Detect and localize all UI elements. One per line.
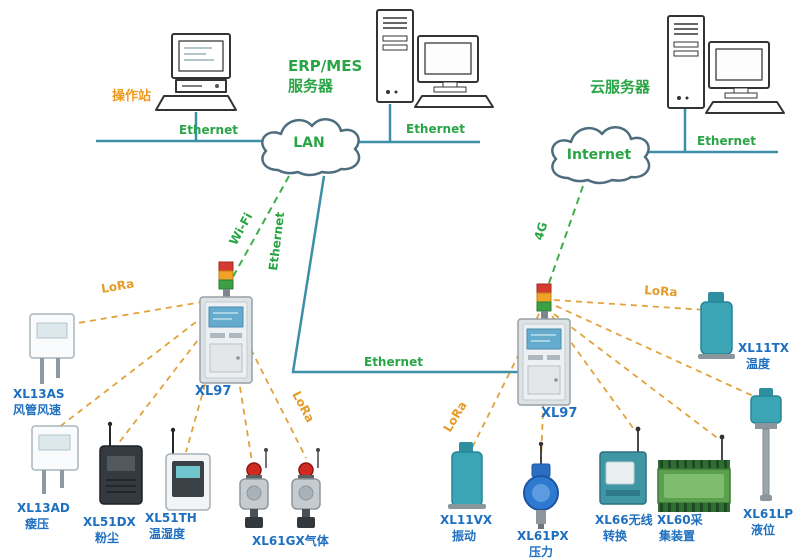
xl11vx-model: XL11VX (440, 513, 493, 527)
xl13as-model: XL13AS (13, 387, 65, 401)
sensor-xl61px (523, 441, 559, 529)
gateway-left-label: XL97 (195, 384, 231, 399)
gateway-left-xl97 (199, 261, 253, 384)
cellular-4g-label: 4G (531, 220, 550, 242)
ethernet-label-mid: Ethernet (406, 122, 465, 136)
operator-workstation (155, 33, 237, 111)
lan-cloud-label: LAN (293, 135, 324, 151)
ethernet-label-bottom: Ethernet (364, 355, 423, 369)
erp-server-label-line1: ERP/MES (288, 57, 362, 75)
xl11tx-type: 温度 (746, 356, 771, 371)
wifi-link (228, 175, 290, 285)
sensor-xl61gx (239, 447, 321, 529)
cloud-server-label: 云服务器 (590, 78, 651, 96)
xl61px-type: 压力 (529, 544, 553, 559)
sensor-xl51dx (99, 421, 143, 505)
cellular-4g-link (547, 185, 584, 287)
ethernet-lines (96, 104, 778, 374)
wifi-label: Wi-Fi (226, 210, 255, 247)
lora-link-xl51dx (117, 305, 225, 445)
xl66-type: 转换 (603, 528, 628, 543)
xl51dx-type: 粉尘 (95, 530, 119, 545)
ethernet-label-vertical: Ethernet (266, 211, 287, 271)
xl13as-type: 风管风速 (13, 402, 61, 417)
xl60-model: XL60采 (657, 512, 703, 527)
gateway-right-xl97 (517, 283, 571, 406)
cloud-server-hardware (667, 15, 785, 114)
xl13ad-model: XL13AD (17, 501, 70, 515)
wireless-lines (228, 175, 584, 287)
xl60-type: 集装置 (658, 528, 695, 543)
ethernet-label-left: Ethernet (179, 123, 238, 137)
sensor-xl66 (599, 426, 647, 505)
lora-lines (57, 297, 763, 469)
sensor-xl11tx (698, 292, 735, 359)
sensor-xl61lp (750, 388, 782, 501)
xl61px-model: XL61PX (517, 529, 569, 543)
lora-label-left-bottom: LoRa (289, 389, 317, 425)
operator-station-label: 操作站 (112, 88, 151, 104)
xl51th-model: XL51TH (145, 511, 197, 525)
sensor-xl51th (165, 427, 211, 511)
sensor-xl11vx (448, 442, 486, 509)
lora-label-left-top: LoRa (100, 276, 135, 296)
xl61lp-type: 液位 (751, 522, 775, 537)
erp-server-label-line2: 服务器 (288, 77, 334, 95)
lora-link-xl60 (553, 313, 721, 441)
sensor-xl13ad (31, 425, 79, 494)
sensor-xl13as (29, 313, 75, 384)
xl11tx-model: XL11TX (738, 341, 790, 355)
ethernet-line-lan-to-gateways (291, 175, 520, 374)
xl51th-type: 温湿度 (149, 526, 186, 541)
ethernet-label-right: Ethernet (697, 134, 756, 148)
internet-cloud-label: Internet (567, 147, 632, 163)
sensor-xl60 (657, 434, 731, 512)
erp-mes-server-hardware (376, 9, 494, 108)
xl11vx-type: 振动 (452, 528, 476, 543)
xl61lp-model: XL61LP (743, 507, 793, 521)
xl13ad-type: 瘘压 (25, 516, 49, 531)
lora-link-xl61lp (555, 305, 763, 401)
xl61gx-label: XL61GX气体 (252, 533, 330, 548)
lora-link-xl13ad (57, 301, 223, 429)
lora-link-xl11tx (553, 299, 707, 311)
lora-label-right-top: LoRa (644, 283, 678, 299)
lora-label-right-bottom: LoRa (441, 399, 470, 435)
xl66-model: XL66无线 (595, 512, 653, 527)
xl51dx-model: XL51DX (83, 515, 137, 529)
gateway-right-label: XL97 (541, 406, 577, 421)
lora-link-xl61gx-2 (225, 299, 307, 459)
